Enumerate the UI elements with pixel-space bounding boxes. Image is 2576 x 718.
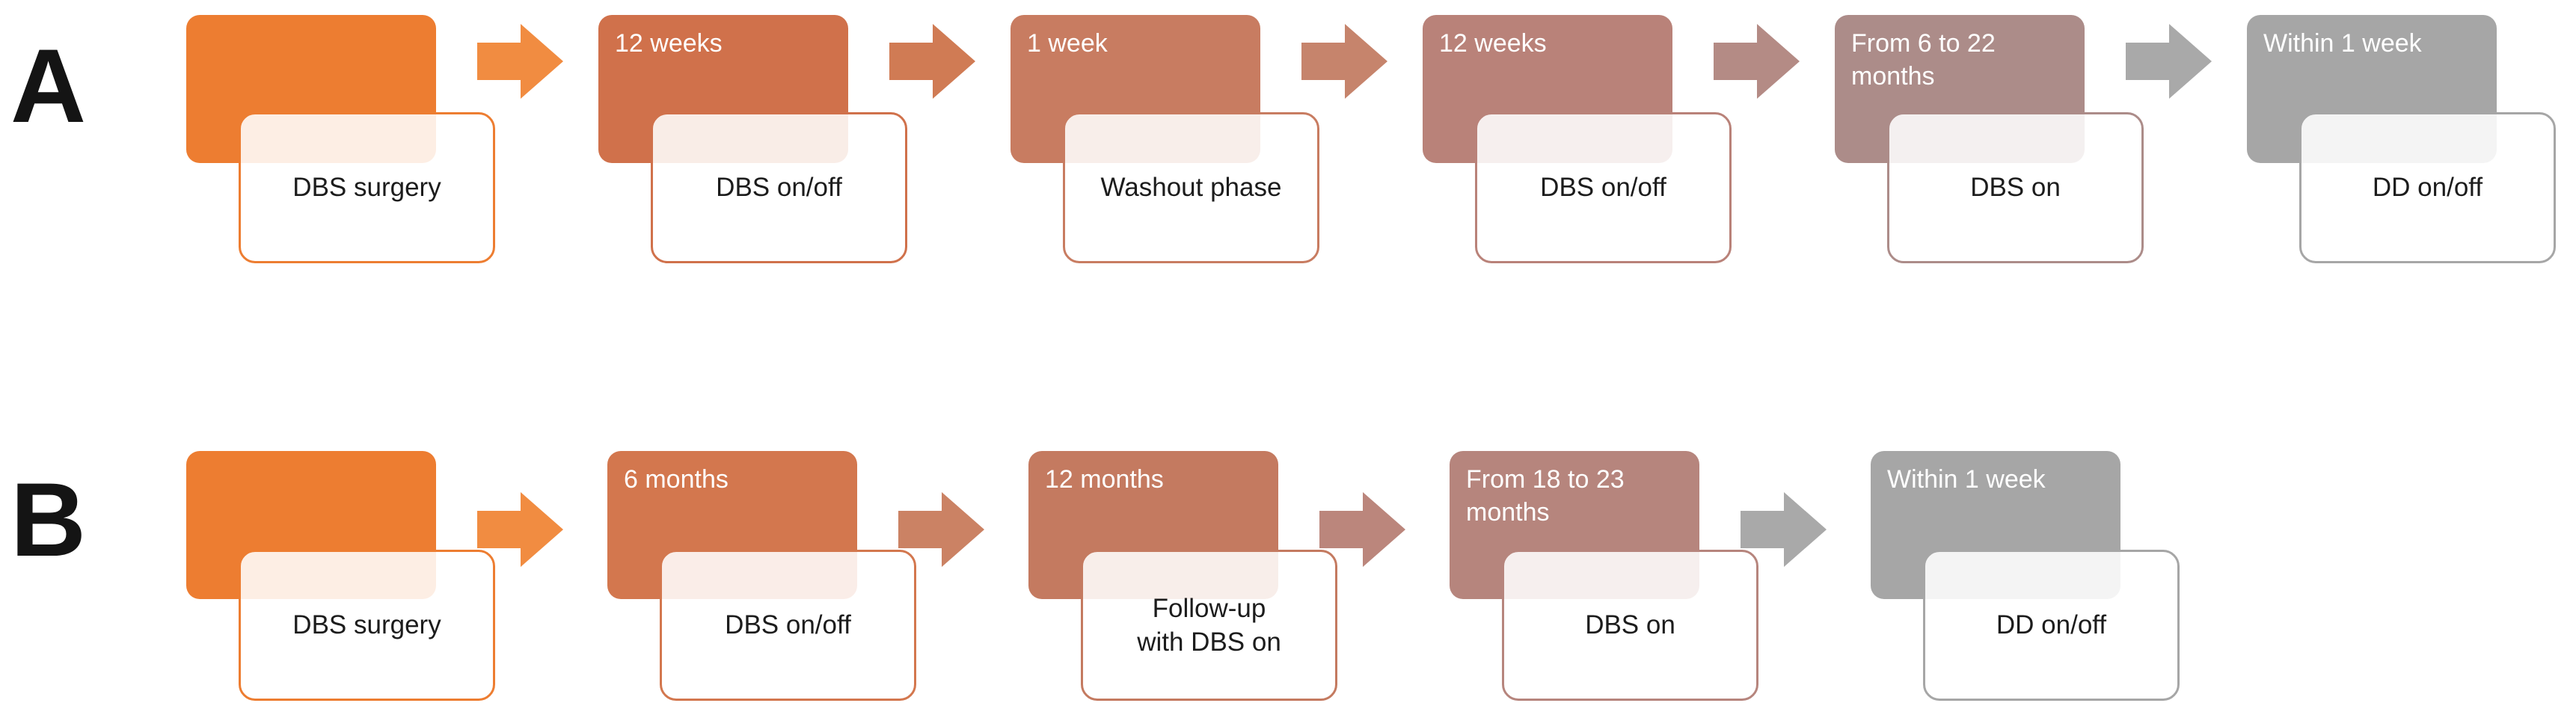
arrow-right-icon [477, 492, 563, 567]
phase-name-card: Washout phase [1063, 112, 1319, 263]
phase-name-label: Follow-up with DBS on [1137, 593, 1281, 657]
arrow-right-icon [898, 492, 984, 567]
phase-name-card: Follow-up with DBS on [1081, 550, 1337, 701]
arrow-right-icon [2126, 24, 2212, 99]
phase-name-label: DBS surgery [292, 610, 441, 640]
phase-duration-label: 12 months [1045, 465, 1164, 494]
phase-name-card: DBS on/off [1475, 112, 1732, 263]
phase-name-card: DBS on [1887, 112, 2144, 263]
arrow-right-icon [1741, 492, 1827, 567]
arrow-right-icon [889, 24, 975, 99]
phase-name-label: DBS on [1585, 610, 1675, 640]
phase-duration-label: 1 week [1027, 29, 1108, 58]
phase-name-label: DD on/off [1996, 610, 2107, 640]
phase-duration-label: From 6 to 22 months [1851, 29, 1996, 91]
arrow-right-icon [1319, 492, 1405, 567]
phase-name-label: DBS on/off [716, 173, 842, 203]
phase-name-card: DBS on/off [651, 112, 907, 263]
phase-name-card: DD on/off [1923, 550, 2180, 701]
phase-name-card: DBS surgery [239, 112, 495, 263]
phase-name-label: DD on/off [2372, 173, 2483, 203]
row-label-B: B [10, 461, 87, 578]
phase-duration-label: From 18 to 23 months [1466, 465, 1625, 527]
phase-name-label: DBS surgery [292, 173, 441, 203]
phase-name-label: DBS on/off [1540, 173, 1666, 203]
phase-duration-label: 12 weeks [615, 29, 723, 58]
phase-duration-label: Within 1 week [1887, 465, 2046, 494]
phase-name-card: DD on/off [2299, 112, 2556, 263]
arrow-right-icon [1301, 24, 1387, 99]
phase-name-label: DBS on [1970, 173, 2061, 203]
arrow-right-icon [477, 24, 563, 99]
phase-name-card: DBS surgery [239, 550, 495, 701]
arrow-right-icon [1714, 24, 1800, 99]
phase-name-label: Washout phase [1100, 173, 1282, 203]
row-label-A: A [10, 27, 87, 144]
phase-duration-label: 12 weeks [1439, 29, 1547, 58]
phase-name-card: DBS on/off [660, 550, 916, 701]
phase-duration-label: 6 months [624, 465, 729, 494]
phase-duration-label: Within 1 week [2263, 29, 2422, 58]
phase-name-card: DBS on [1502, 550, 1758, 701]
phase-name-label: DBS on/off [725, 610, 851, 640]
